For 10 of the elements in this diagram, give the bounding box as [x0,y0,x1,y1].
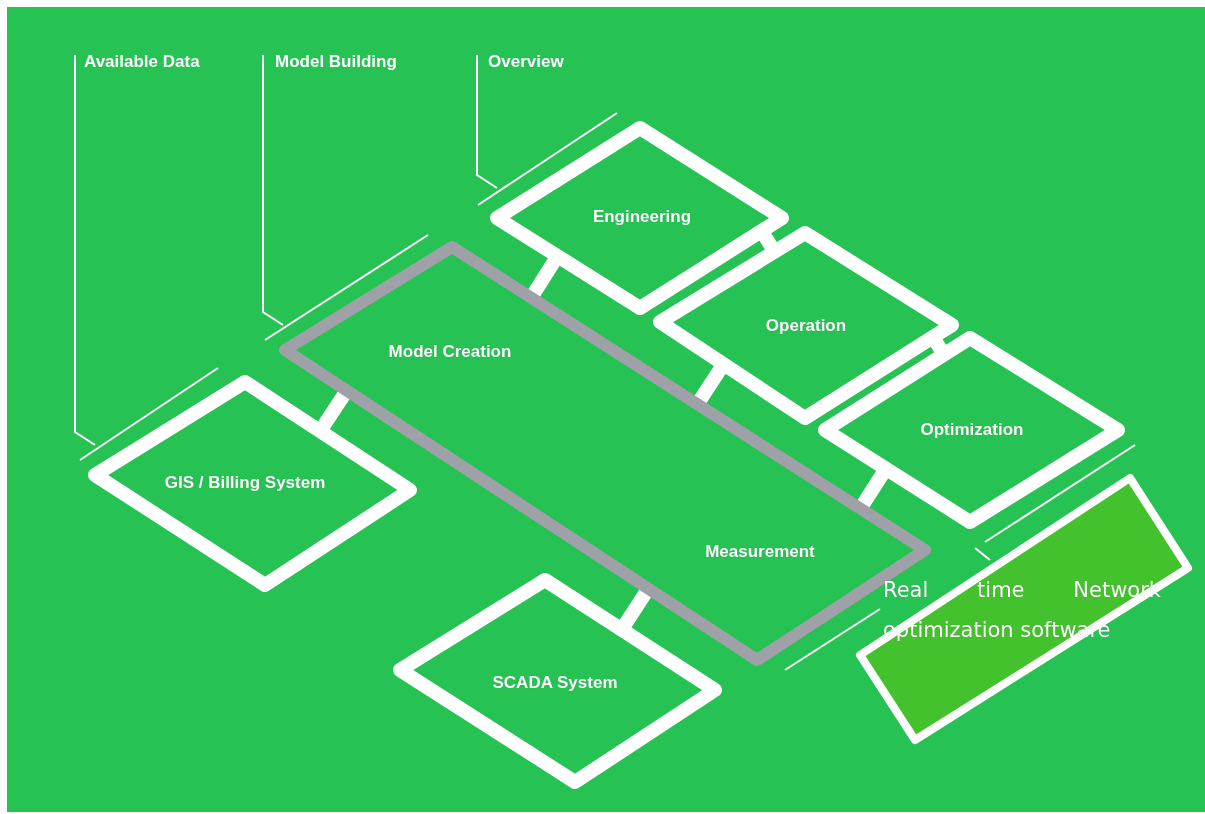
node-label: SCADA System [491,672,619,694]
node-label: GIS / Billing System [163,472,327,494]
node-label: Measurement [704,541,816,563]
column-heading: Overview [488,52,564,72]
node-label: Optimization [919,419,1025,441]
column-heading: Available Data [84,52,200,72]
column-heading: Model Building [275,52,397,72]
node-label: Operation [764,315,848,337]
node-label: Model Creation [387,341,513,363]
node-label: Engineering [591,206,693,228]
